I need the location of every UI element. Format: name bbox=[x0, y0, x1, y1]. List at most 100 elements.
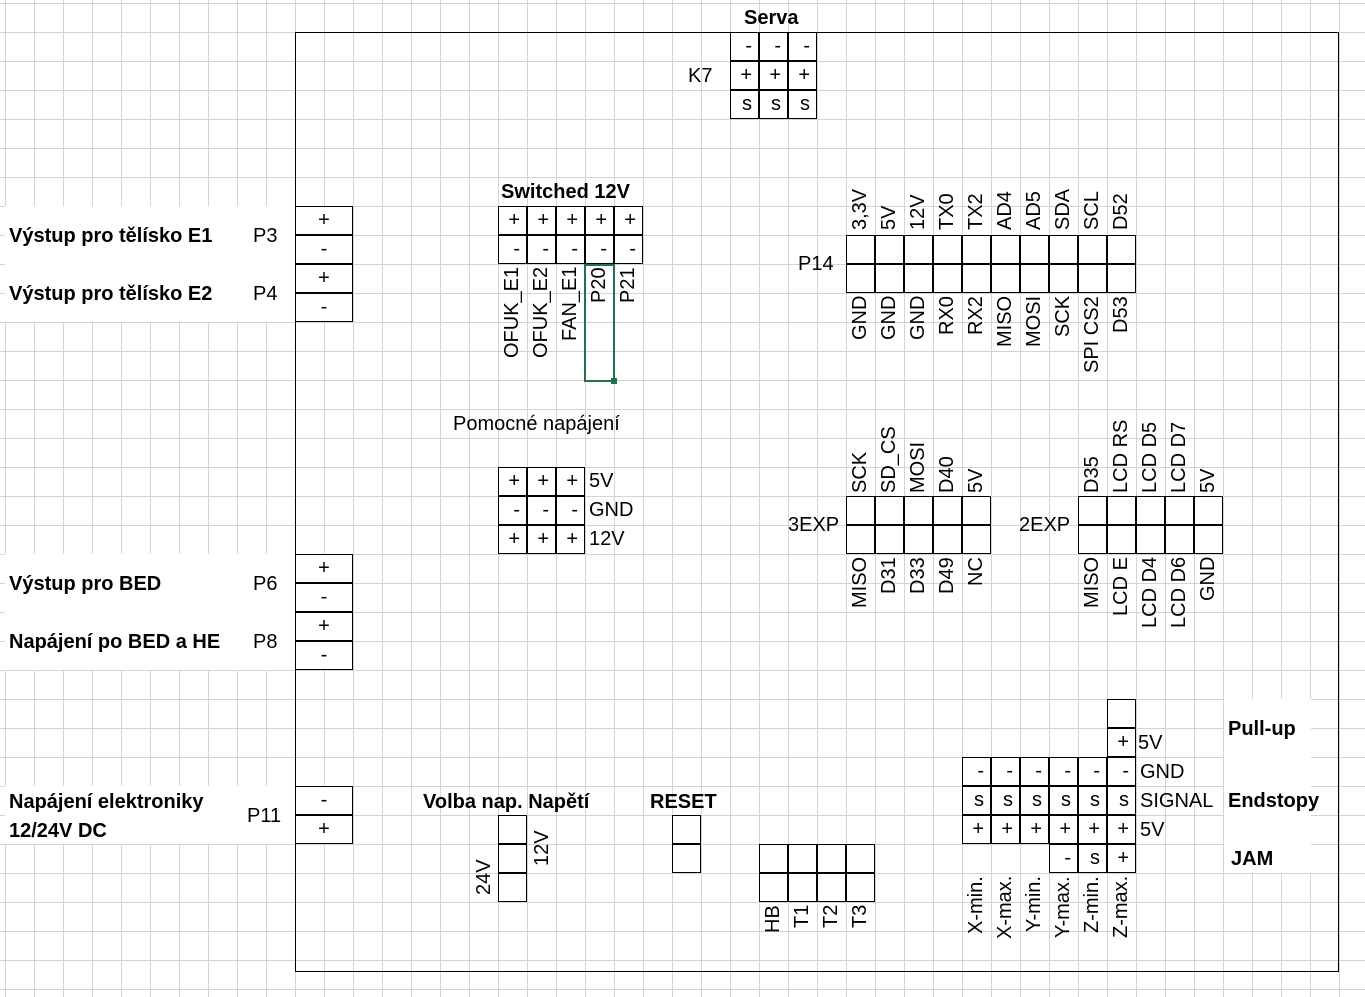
servo-pin: - bbox=[730, 32, 759, 61]
thermistor-pin bbox=[759, 844, 788, 873]
exp-bottom-label: MISO bbox=[1081, 556, 1103, 608]
exp-top-label: D35 bbox=[1081, 456, 1103, 493]
exp-pin bbox=[875, 525, 904, 554]
exp-top-label: SD_CS bbox=[878, 426, 900, 493]
exp-bottom-label: D49 bbox=[936, 557, 958, 594]
pullup-5v-label: 5V bbox=[1138, 732, 1163, 754]
thermistor-pin bbox=[759, 873, 788, 902]
endstop-pin: + bbox=[1107, 815, 1136, 844]
servo-pin: s bbox=[730, 90, 759, 119]
servo-pin: - bbox=[788, 32, 817, 61]
endstop-pin: - bbox=[1020, 757, 1049, 786]
exp-bottom-label: GND bbox=[1197, 556, 1219, 601]
endstop-pin: s bbox=[962, 786, 991, 815]
power-input-connector: P11 bbox=[247, 805, 282, 827]
p14-pin bbox=[1049, 235, 1078, 264]
power-input-pin: + bbox=[295, 815, 353, 844]
p14-bottom-label: RX2 bbox=[965, 296, 987, 335]
p14-bottom-label: GND bbox=[849, 295, 871, 340]
jam-pin: s bbox=[1078, 844, 1107, 873]
exp-pin bbox=[962, 525, 991, 554]
exp-bottom-label: LCD D6 bbox=[1168, 556, 1190, 628]
endstop-row-label: SIGNAL bbox=[1140, 790, 1214, 812]
exp-pin bbox=[1078, 496, 1107, 525]
aux-power-pin: + bbox=[498, 525, 527, 554]
aux-power-row-label: 12V bbox=[589, 528, 625, 550]
selected-cell[interactable] bbox=[584, 264, 617, 384]
jam-label: JAM bbox=[1231, 848, 1274, 870]
servo-pin: + bbox=[788, 61, 817, 90]
servo-pin: + bbox=[730, 61, 759, 90]
p14-pin bbox=[904, 264, 933, 293]
exp-bottom-label: MISO bbox=[849, 556, 871, 608]
power-input-pin: - bbox=[295, 786, 353, 815]
exp-bottom-label: LCD E bbox=[1110, 557, 1132, 616]
switched-pin: + bbox=[585, 206, 614, 235]
p14-connector-label: P14 bbox=[798, 253, 834, 275]
thermistor-pin bbox=[817, 873, 846, 902]
output-e1-connector: P3 bbox=[253, 225, 278, 247]
exp-pin bbox=[846, 525, 875, 554]
output-pin: + bbox=[295, 612, 353, 641]
endstop-pin: s bbox=[1020, 786, 1049, 815]
power-bed-he-connector: P8 bbox=[253, 631, 278, 653]
p14-top-label: TX0 bbox=[936, 193, 958, 230]
p14-pin bbox=[991, 264, 1020, 293]
p14-pin bbox=[1078, 235, 1107, 264]
exp-top-label: D40 bbox=[936, 456, 958, 493]
pullup-pin bbox=[1107, 699, 1136, 728]
endstop-axis-label: Y-min. bbox=[1023, 876, 1045, 932]
switched-pin: + bbox=[614, 206, 643, 235]
reset-pin bbox=[672, 844, 701, 873]
p14-pin bbox=[904, 235, 933, 264]
endstop-axis-label: Y-max. bbox=[1052, 876, 1074, 938]
exp-pin bbox=[1136, 525, 1165, 554]
p14-pin bbox=[1107, 264, 1136, 293]
servo-title: Serva bbox=[744, 7, 799, 29]
switched-pin: + bbox=[527, 206, 556, 235]
thermistor-label: T1 bbox=[791, 904, 813, 928]
p14-bottom-label: RX0 bbox=[936, 296, 958, 335]
thermistor-pin bbox=[846, 873, 875, 902]
switched-pin-label: FAN_E1 bbox=[559, 266, 581, 341]
switched-pin: + bbox=[498, 206, 527, 235]
p14-bottom-label: D53 bbox=[1110, 296, 1132, 333]
p14-pin bbox=[962, 264, 991, 293]
exp-pin bbox=[1194, 525, 1223, 554]
switched-title: Switched 12V bbox=[501, 181, 630, 203]
aux-power-pin: - bbox=[498, 496, 527, 525]
endstop-pin: s bbox=[1049, 786, 1078, 815]
p14-top-label: AD4 bbox=[994, 191, 1016, 230]
exp-pin bbox=[1107, 525, 1136, 554]
output-pin: + bbox=[295, 264, 353, 293]
p14-top-label: D52 bbox=[1110, 193, 1132, 230]
voltage-label-24v: 24V bbox=[473, 859, 495, 895]
exp3-connector-label: 3EXP bbox=[788, 514, 840, 536]
voltage-select-pin bbox=[498, 844, 527, 873]
endstop-row-label: GND bbox=[1140, 761, 1185, 783]
exp-pin bbox=[904, 525, 933, 554]
p14-bottom-label: GND bbox=[878, 295, 900, 340]
exp-top-label: LCD RS bbox=[1110, 419, 1132, 493]
pullup-label: Pull-up bbox=[1228, 718, 1296, 740]
p14-bottom-label: MOSI bbox=[1023, 295, 1045, 347]
p14-pin bbox=[846, 264, 875, 293]
exp-bottom-label: D33 bbox=[907, 557, 929, 594]
aux-power-pin: + bbox=[556, 467, 585, 496]
endstops-label: Endstopy bbox=[1228, 790, 1320, 812]
voltage-select-pin bbox=[498, 873, 527, 902]
switched-pin: - bbox=[585, 235, 614, 264]
servo-pin: - bbox=[759, 32, 788, 61]
endstop-row-label: 5V bbox=[1140, 819, 1165, 841]
aux-power-pin: + bbox=[527, 467, 556, 496]
voltage-select-title: Volba nap. Napětí bbox=[423, 791, 590, 813]
endstop-pin: + bbox=[1078, 815, 1107, 844]
output-e2-label: Výstup pro tělísko E2 bbox=[9, 283, 213, 305]
p14-pin bbox=[875, 235, 904, 264]
aux-power-row-label: 5V bbox=[589, 470, 614, 492]
exp-top-label: LCD D7 bbox=[1168, 421, 1190, 493]
endstop-pin: s bbox=[1107, 786, 1136, 815]
switched-pin: + bbox=[556, 206, 585, 235]
p14-pin bbox=[962, 235, 991, 264]
switched-pin-label: OFUK_E2 bbox=[530, 266, 552, 358]
